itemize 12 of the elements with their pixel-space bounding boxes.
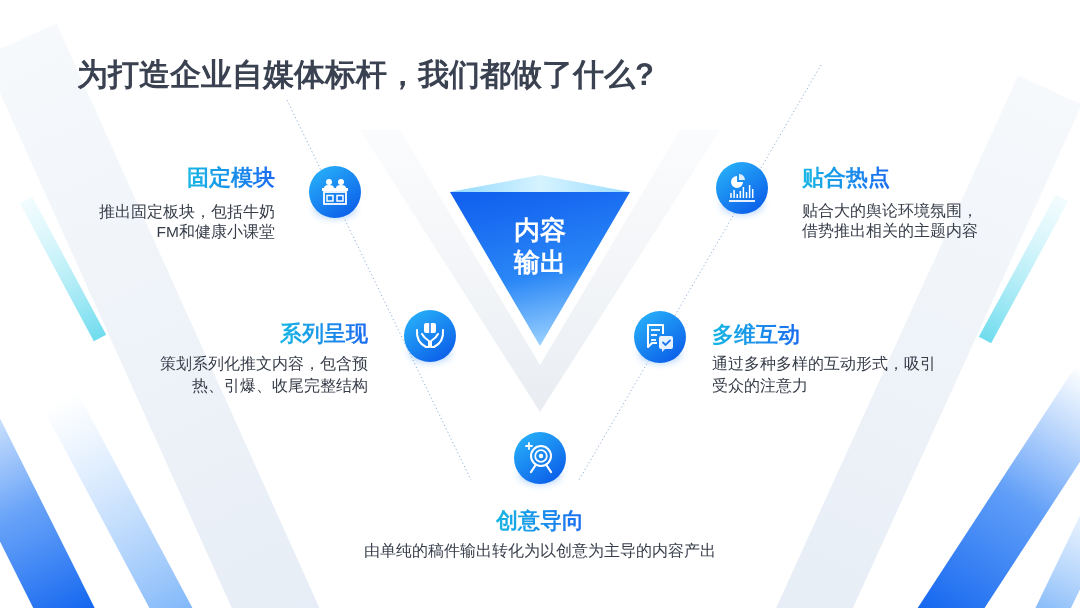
item-heading: 固定模块	[187, 165, 275, 191]
item-heading: 多维互动	[712, 322, 800, 348]
item-description: 通过多种多样的互动形式，吸引受众的注意力	[712, 354, 937, 396]
slide-title: 为打造企业自媒体标杆，我们都做了什么?	[77, 56, 654, 94]
item-description: 推出固定板块，包括牛奶FM和健康小课堂	[98, 202, 275, 242]
center-label: 内容输出	[512, 214, 567, 278]
item-heading: 系列呈现	[280, 321, 368, 347]
item-heading: 创意导向	[496, 508, 584, 534]
item-description: 贴合大的舆论环境氛围，借势推出相关的主题内容	[802, 201, 979, 241]
item-description: 由单纯的稿件输出转化为以创意为主导的内容产出	[364, 541, 716, 561]
item-heading: 贴合热点	[802, 165, 890, 191]
item-description: 策划系列化推文内容，包含预热、引爆、收尾完整结构	[159, 354, 368, 396]
